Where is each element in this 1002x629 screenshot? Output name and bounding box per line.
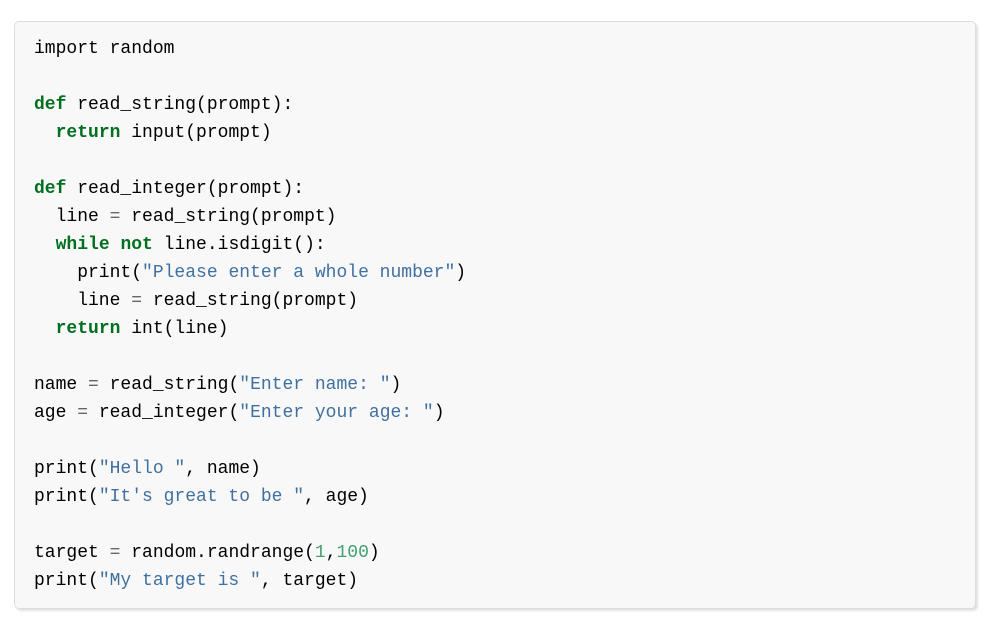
code-line: name = read_string("Enter name: "): [34, 371, 957, 399]
code-token-plain: read_string(prompt): [142, 291, 359, 311]
code-token-string: "Please enter a whole number": [142, 263, 456, 283]
code-token-plain: ): [368, 543, 380, 563]
code-token-operator: =: [109, 543, 121, 563]
code-token-plain: import random: [34, 39, 175, 59]
code-line: print("It's great to be ", age): [34, 483, 957, 511]
code-token-plain: ): [390, 375, 402, 395]
code-token-plain: read_string(prompt): [120, 207, 337, 227]
code-line: [34, 427, 957, 455]
code-token-plain: ,: [325, 543, 337, 563]
code-token-plain: ): [455, 263, 467, 283]
code-token-plain: [34, 123, 56, 143]
code-line: line = read_string(prompt): [34, 287, 957, 315]
code-token-number: 100: [336, 543, 369, 563]
code-line: [34, 63, 957, 91]
code-line: target = random.randrange(1,100): [34, 539, 957, 567]
code-line: def read_string(prompt):: [34, 91, 957, 119]
code-line: [34, 511, 957, 539]
code-token-plain: age: [34, 403, 78, 423]
code-token-plain: print(: [34, 571, 99, 591]
code-token-plain: target: [34, 543, 110, 563]
code-token-string: "It's great to be ": [98, 487, 305, 507]
python-code-block: import random def read_string(prompt): r…: [14, 21, 976, 609]
code-line: line = read_string(prompt): [34, 203, 957, 231]
code-token-plain: , age): [304, 487, 369, 507]
code-token-plain: read_integer(: [88, 403, 240, 423]
code-token-plain: , name): [185, 459, 261, 479]
code-token-plain: read_string(prompt):: [66, 95, 294, 115]
code-token-keyword: while: [55, 235, 110, 255]
code-line: return input(prompt): [34, 119, 957, 147]
code-line: [34, 147, 957, 175]
code-line: age = read_integer("Enter your age: "): [34, 399, 957, 427]
code-token-plain: read_integer(prompt):: [66, 179, 305, 199]
code-token-plain: read_string(: [98, 375, 240, 395]
code-line: print("Hello ", name): [34, 455, 957, 483]
code-token-string: "My target is ": [98, 571, 261, 591]
code-token-plain: print(: [34, 459, 99, 479]
code-token-plain: [110, 235, 121, 255]
code-token-string: "Enter name: ": [239, 375, 391, 395]
code-line: print("My target is ", target): [34, 567, 957, 595]
code-line: [34, 343, 957, 371]
code-token-operator: =: [77, 403, 89, 423]
code-token-plain: [34, 319, 56, 339]
code-token-plain: print(: [34, 487, 99, 507]
code-token-string: "Hello ": [98, 459, 186, 479]
code-line: import random: [34, 35, 957, 63]
code-line: while not line.isdigit():: [34, 231, 957, 259]
code-token-plain: line: [34, 291, 132, 311]
code-token-keyword: not: [120, 235, 153, 255]
code-token-keyword: def: [34, 95, 67, 115]
code-token-plain: line.isdigit():: [152, 235, 326, 255]
code-token-keyword: def: [34, 179, 67, 199]
code-token-plain: ): [433, 403, 445, 423]
code-token-keyword: return: [55, 123, 121, 143]
code-token-plain: line: [34, 207, 110, 227]
code-line: print("Please enter a whole number"): [34, 259, 957, 287]
code-token-plain: name: [34, 375, 89, 395]
code-token-plain: [34, 235, 56, 255]
code-token-plain: print(: [34, 263, 143, 283]
code-line: return int(line): [34, 315, 957, 343]
code-token-operator: =: [131, 291, 143, 311]
code-token-string: "Enter your age: ": [239, 403, 434, 423]
code-token-plain: , target): [260, 571, 359, 591]
code-token-keyword: return: [55, 319, 121, 339]
code-token-operator: =: [88, 375, 99, 395]
code-token-number: 1: [314, 543, 326, 563]
code-token-plain: input(prompt): [120, 123, 272, 143]
code-token-plain: random.randrange(: [120, 543, 315, 563]
code-token-operator: =: [109, 207, 121, 227]
code-line: def read_integer(prompt):: [34, 175, 957, 203]
code-token-plain: int(line): [120, 319, 229, 339]
